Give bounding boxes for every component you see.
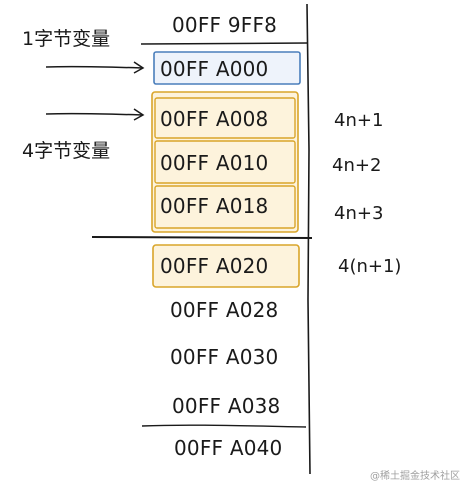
address-a018: 00FF A018 (160, 194, 269, 218)
four-byte-arrow-head (133, 108, 145, 121)
address-a040: 00FF A040 (174, 436, 283, 460)
one-byte-arrow (45, 65, 143, 69)
annotation-4-n-plus-1: 4(n+1) (338, 256, 402, 277)
annotation-4n-plus-1: 4n+1 (334, 110, 384, 131)
address-9ff8: 00FF 9FF8 (172, 13, 278, 37)
memory-column-line (306, 3, 311, 475)
annotation-4n-plus-3: 4n+3 (334, 203, 384, 224)
four-byte-variable-box-outer (151, 91, 299, 233)
address-a020: 00FF A020 (160, 254, 269, 278)
one-byte-arrow-head (133, 61, 145, 74)
alignment-boundary-line (91, 236, 313, 239)
annotation-4n-plus-2: 4n+2 (332, 155, 382, 176)
one-byte-variable-label: 1字节变量 (22, 28, 111, 50)
address-a038: 00FF A038 (172, 394, 281, 418)
four-byte-slot-2 (154, 140, 296, 184)
four-byte-slot-1 (154, 97, 296, 139)
address-a010: 00FF A010 (160, 151, 269, 175)
four-byte-variable-label: 4字节变量 (22, 140, 111, 162)
address-a028: 00FF A028 (170, 298, 279, 322)
four-byte-arrow (45, 112, 143, 116)
four-byte-slot-3 (154, 185, 296, 229)
top-boundary-line (140, 42, 309, 45)
one-byte-variable-box (153, 51, 301, 85)
watermark: @稀土掘金技术社区 (370, 471, 460, 482)
bottom-boundary-line (141, 424, 307, 428)
address-a000: 00FF A000 (160, 57, 269, 81)
address-a008: 00FF A008 (160, 107, 269, 131)
address-a030: 00FF A030 (170, 345, 279, 369)
aligned-slot-box (152, 244, 300, 288)
